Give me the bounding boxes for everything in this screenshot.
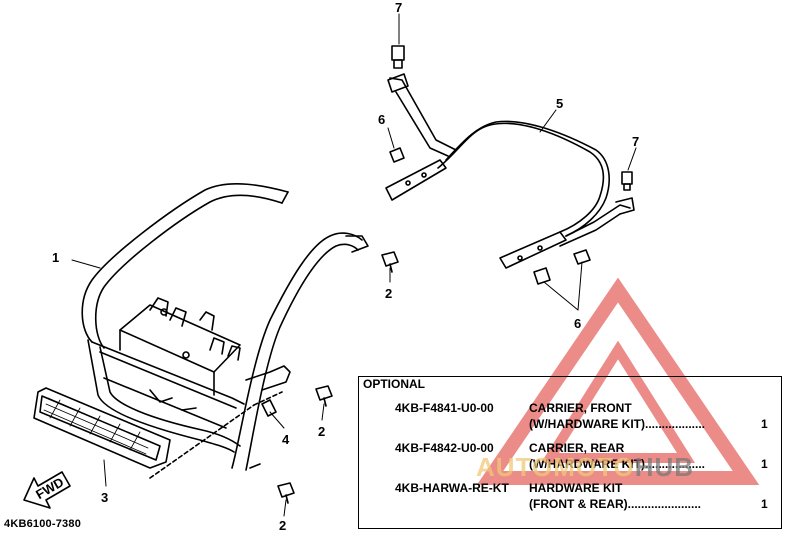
part-description: HARDWARE KIT [529,481,623,495]
watermark-text: AUTOMOTOHUB [476,452,694,483]
watermark-part2: MOTO [553,452,635,482]
callout-2-mid: 2 [385,286,392,301]
part-number: 4KB-F4842-U0-00 [395,441,494,455]
callout-4: 4 [282,432,290,447]
front-grille [33,387,171,469]
part-description: CARRIER, FRONT [529,401,632,415]
watermark-part3: HUB [634,452,695,482]
part-qty: 1 [761,457,768,471]
watermark-part1: AUTO [476,452,554,482]
rear-carrier [385,73,635,269]
part-description-2: (W/HARDWARE KIT).................. [529,457,705,471]
callout-7-right: 7 [632,134,639,149]
part-number: 4KB-HARWA-RE-KT [395,481,509,495]
front-carrier [81,182,369,479]
callout-5: 5 [556,96,563,111]
part-description-2: (FRONT & REAR)...................... [529,497,702,511]
optional-parts-box: OPTIONAL 4KB-F4841-U0-00 CARRIER, FRONT … [358,376,782,529]
fwd-arrow-icon [23,471,71,509]
callout-6-top: 6 [378,112,385,127]
cushions-7 [391,45,633,191]
part-qty: 1 [761,497,768,511]
callout-3: 3 [101,490,108,505]
part-description-2: (W/HARDWARE KIT).................. [529,417,705,431]
bolts-6 [389,147,591,285]
callout-7-top: 7 [395,0,402,15]
callout-1: 1 [52,250,59,265]
part-4-clip [261,399,277,417]
callout-2-bottom: 2 [279,518,286,533]
optional-title: OPTIONAL [363,377,425,391]
part-number: 4KB-F4841-U0-00 [395,401,494,415]
callout-2-right: 2 [318,424,325,439]
diagram-reference: 4KB6100-7380 [4,518,82,530]
part-qty: 1 [761,417,768,431]
bolts-2 [277,251,399,504]
callout-6-bottom: 6 [574,316,581,331]
part-description: CARRIER, REAR [529,441,625,455]
